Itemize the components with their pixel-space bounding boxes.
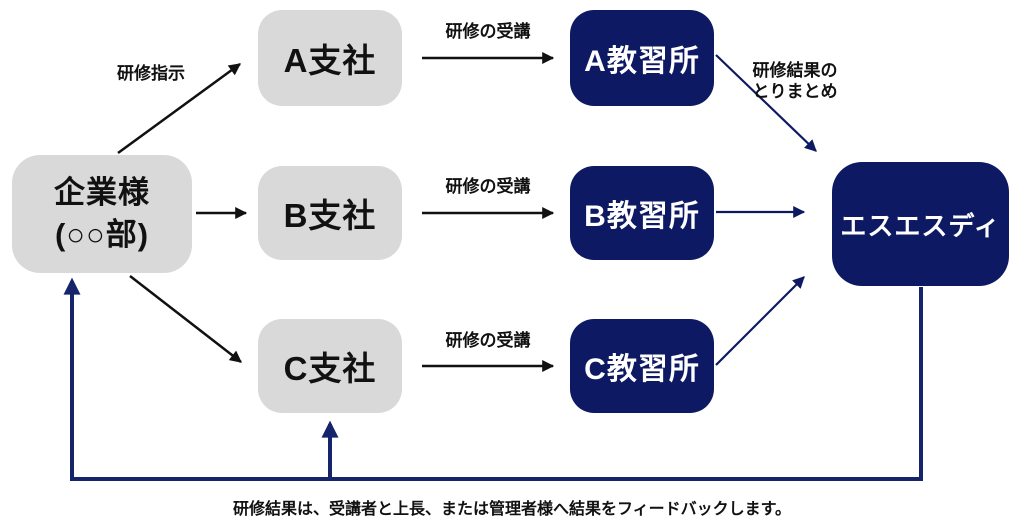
- edge-label-attendance-a: 研修の受講: [445, 22, 531, 41]
- edge-label-results-line1: 研修結果の: [752, 61, 838, 80]
- edge-label-attendance-c: 研修の受講: [445, 331, 531, 350]
- node-company-label-line1: 企業様: [54, 175, 150, 210]
- node-branch-b: B支社: [258, 166, 402, 260]
- node-branch-c: C支社: [258, 319, 402, 413]
- arrow-company-to-branch-a: [117, 62, 241, 155]
- arrow-company-to-branch-c: [129, 275, 242, 363]
- node-ssd-label: エスエスディ: [840, 210, 1001, 241]
- node-company: 企業様 (○○部): [12, 155, 192, 273]
- node-school-c: C教習所: [570, 319, 714, 413]
- node-school-c-label: C教習所: [584, 353, 700, 386]
- node-branch-b-label: B支社: [283, 197, 377, 234]
- edge-label-results-line2: とりまとめ: [752, 82, 838, 101]
- node-school-a-label: A教習所: [584, 45, 700, 78]
- node-company-label-line2: (○○部): [54, 217, 150, 252]
- edge-label-instruction: 研修指示: [117, 64, 185, 83]
- node-branch-c-label: C支社: [283, 350, 377, 387]
- node-school-b-label: B教習所: [584, 200, 700, 233]
- edge-label-attendance-b: 研修の受講: [445, 177, 531, 196]
- node-ssd: エスエスディ: [832, 162, 1009, 286]
- feedback-loop-ssd-to-company: [63, 277, 923, 481]
- node-branch-a: A支社: [258, 10, 402, 106]
- node-branch-a-label: A支社: [283, 42, 377, 79]
- arrow-school-c-to-ssd: [715, 276, 805, 366]
- node-school-b: B教習所: [570, 166, 714, 260]
- node-school-a: A教習所: [570, 10, 714, 106]
- edge-label-results: 研修結果の とりまとめ: [753, 60, 838, 102]
- arrow-school-a-to-ssd: [715, 54, 817, 152]
- feedback-caption: 研修結果は、受講者と上長、または管理者様へ結果をフィードバックします。: [232, 501, 792, 518]
